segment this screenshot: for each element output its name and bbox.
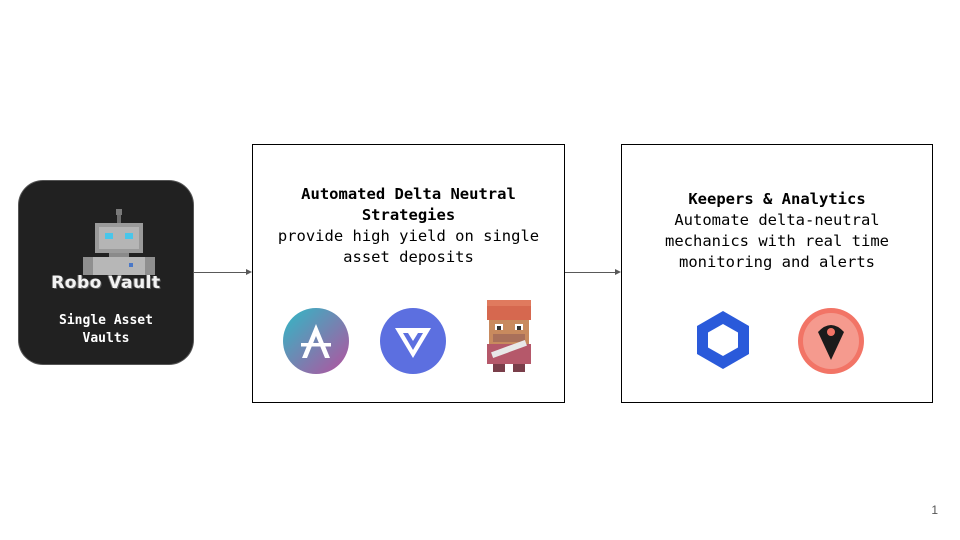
strategies-title: Automated Delta Neutral Strategies (301, 185, 516, 224)
robo-vault-card: Robo Vault Single Asset Vaults (19, 181, 193, 364)
keepers-description: Automate delta-neutral mechanics with re… (665, 211, 889, 271)
arrow-line-2 (565, 272, 615, 273)
arrow-line-1 (193, 272, 246, 273)
keepers-title: Keepers & Analytics (688, 190, 866, 208)
single-asset-vaults-label: Single Asset Vaults (59, 313, 153, 346)
robo-vault-logo-text: Robo Vault (51, 273, 161, 293)
arrow-head-1 (246, 269, 252, 275)
chainlink-icon (697, 311, 749, 369)
tarot-icon (487, 300, 531, 372)
strategies-description: provide high yield on single asset depos… (277, 227, 540, 266)
spookyswap-icon (380, 308, 446, 374)
strategies-box: Automated Delta Neutral Strategies provi… (252, 144, 565, 403)
page-number: 1 (931, 503, 938, 517)
aave-icon (283, 308, 349, 374)
arrow-head-2 (615, 269, 621, 275)
keepers-box: Keepers & Analytics Automate delta-neutr… (621, 144, 933, 403)
tenderly-icon (798, 308, 864, 374)
robot-icon (83, 209, 155, 275)
